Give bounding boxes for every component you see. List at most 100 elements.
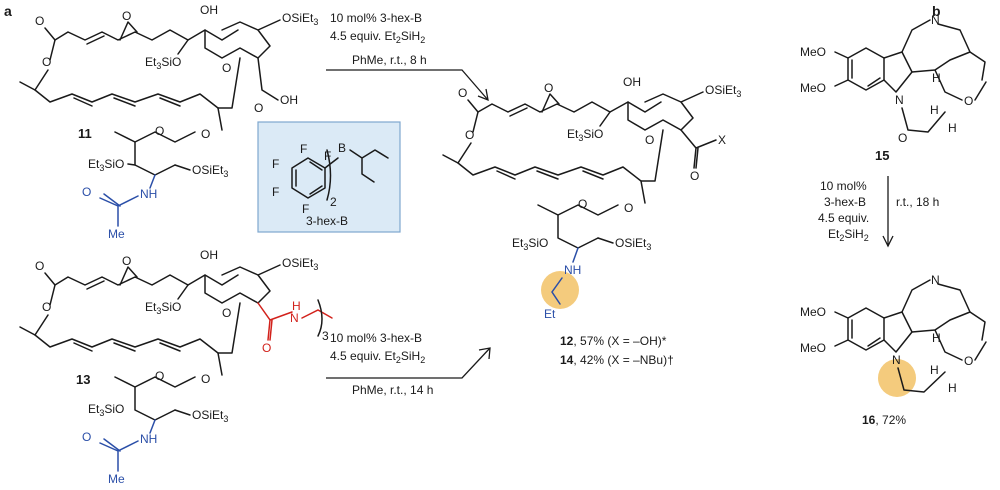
butyl-count-13: 3 (322, 329, 329, 343)
acid-oh-11: OH (280, 93, 298, 107)
et3sio-upper-11: Et3SiO (145, 55, 181, 71)
nh-11: NH (140, 187, 157, 201)
sugar-oxygen-12: O (578, 197, 587, 211)
x-group-12: X (718, 133, 726, 147)
h-mid-16: H (930, 363, 939, 377)
osiet3-top-13: OSiEt3 (282, 256, 318, 272)
yield-16: 16, 72% (862, 413, 906, 427)
lactam-oxygen-15: O (898, 131, 907, 145)
meo-lower-16: MeO (800, 341, 826, 355)
n-lower-16: N (892, 353, 901, 367)
cond-15-line2: 3-hex-B (824, 195, 866, 209)
compound-label-13: 13 (76, 372, 90, 387)
structure-13: O O O OH O OSiEt3 Et3SiO O H N 3 O O OSi… (19, 248, 333, 486)
hydroxyl-12: OH (623, 75, 641, 89)
cond-11-line1: 10 mol% 3-hex-B (330, 11, 422, 25)
meo-lower-15: MeO (800, 81, 826, 95)
yield-12: 12, 57% (X = –OH)* (560, 334, 667, 348)
fluorine-1: F (300, 142, 307, 156)
hydroxyl-13: OH (200, 248, 218, 262)
carbonyl-oxygen-11: O (35, 14, 44, 28)
lactone-oxygen-11: O (42, 55, 51, 69)
osiet3-sugar-11: OSiEt3 (192, 163, 228, 179)
amide-nh-13: H (292, 299, 301, 313)
h-upper-15: H (932, 71, 941, 85)
catalyst-structure: B 2 F F F F F (272, 141, 389, 216)
osiet3-sugar-13: OSiEt3 (192, 408, 228, 424)
epoxide-oxygen-13: O (122, 254, 131, 268)
h-upper-16: H (932, 331, 941, 345)
ring-oxygen-12: O (645, 133, 654, 147)
cond-13-line1: 10 mol% 3-hex-B (330, 331, 422, 345)
cond-15-time: r.t., 18 h (896, 195, 939, 209)
lactone-oxygen-13: O (42, 300, 51, 314)
structure-12-14: O O O OH O OSiEt3 Et3SiO O X O O OSiEt3 … (442, 75, 741, 321)
et3sio-sugar-11: Et3SiO (88, 157, 124, 173)
arrow-15-to-16 (882, 176, 894, 248)
cond-13-line3: PhMe, r.t., 14 h (352, 383, 433, 397)
nh-12: NH (564, 263, 581, 277)
acetyl-oxygen-13: O (82, 430, 91, 444)
glycosidic-oxygen-11: O (201, 127, 210, 141)
n-lower-15: N (895, 93, 904, 107)
structure-16: MeO MeO N N O H H H (800, 273, 987, 397)
yield-14: 14, 42% (X = –NBu)† (560, 353, 674, 367)
epoxide-oxygen-11: O (122, 9, 131, 23)
amide-n-13: N (290, 311, 299, 325)
cond-11-line2: 4.5 equiv. Et2SiH2 (330, 29, 425, 45)
catalyst-name: 3-hex-B (306, 214, 348, 228)
epoxide-oxygen-12: O (544, 81, 553, 95)
h-lower-16: H (948, 381, 957, 395)
compound-label-11: 11 (78, 126, 92, 141)
meo-upper-16: MeO (800, 305, 826, 319)
h-lower-15: H (948, 121, 957, 135)
n-upper-15: N (931, 13, 940, 27)
amide-oxygen-13: O (262, 341, 271, 355)
carbonyl-oxygen-x-12: O (690, 169, 699, 183)
structure-11: O O O OH O OH O OSiEt3 Et3SiO O O OSiEt3… (19, 3, 318, 241)
conditions-11: 10 mol% 3-hex-B 4.5 equiv. Et2SiH2 PhMe,… (330, 11, 427, 67)
h-mid-15: H (930, 103, 939, 117)
osiet3-top-12: OSiEt3 (705, 83, 741, 99)
et3sio-sugar-12: Et3SiO (512, 236, 548, 252)
fluorine-4: F (302, 202, 309, 216)
arrow-11-to-12 (326, 69, 489, 102)
acetyl-oxygen-11: O (82, 185, 91, 199)
osiet3-top-11: OSiEt3 (282, 11, 318, 27)
et3sio-upper-13: Et3SiO (145, 300, 181, 316)
sugar-oxygen-13: O (155, 369, 164, 383)
acetyl-methyl-11: Me (108, 227, 125, 241)
lactone-oxygen-12: O (465, 128, 474, 142)
et3sio-sugar-13: Et3SiO (88, 402, 124, 418)
ethyl-12: Et (544, 307, 556, 321)
panel-label-b: b (932, 3, 941, 19)
sugar-oxygen-11: O (155, 124, 164, 138)
catalyst-count: 2 (330, 195, 337, 209)
glycosidic-oxygen-13: O (201, 372, 210, 386)
ring-oxygen-13: O (222, 306, 231, 320)
catalyst-box (257, 121, 401, 233)
cond-15-line4: Et2SiH2 (828, 227, 869, 243)
et3sio-upper-12: Et3SiO (567, 127, 603, 143)
ether-oxygen-15: O (964, 94, 973, 108)
nh-13: NH (140, 432, 157, 446)
fluorine-5: F (324, 149, 331, 163)
acid-oxygen-11: O (254, 101, 263, 115)
ring-oxygen-11: O (222, 61, 231, 75)
carbonyl-oxygen-13: O (35, 259, 44, 273)
hydroxyl-11: OH (200, 3, 218, 17)
ether-oxygen-16: O (964, 354, 973, 368)
panel-label-a: a (4, 3, 12, 19)
compound-label-15: 15 (875, 148, 889, 163)
conditions-15: 10 mol% 3-hex-B 4.5 equiv. Et2SiH2 r.t.,… (818, 179, 939, 243)
osiet3-sugar-12: OSiEt3 (615, 236, 651, 252)
acetyl-methyl-13: Me (108, 472, 125, 486)
carbonyl-oxygen-12: O (458, 86, 467, 100)
cond-15-line1: 10 mol% (820, 179, 867, 193)
highlight-ethyl-12 (541, 271, 579, 309)
highlight-amine-16 (878, 359, 916, 397)
cond-15-line3: 4.5 equiv. (818, 211, 869, 225)
fluorine-2: F (272, 157, 279, 171)
boron-atom: B (338, 141, 346, 155)
